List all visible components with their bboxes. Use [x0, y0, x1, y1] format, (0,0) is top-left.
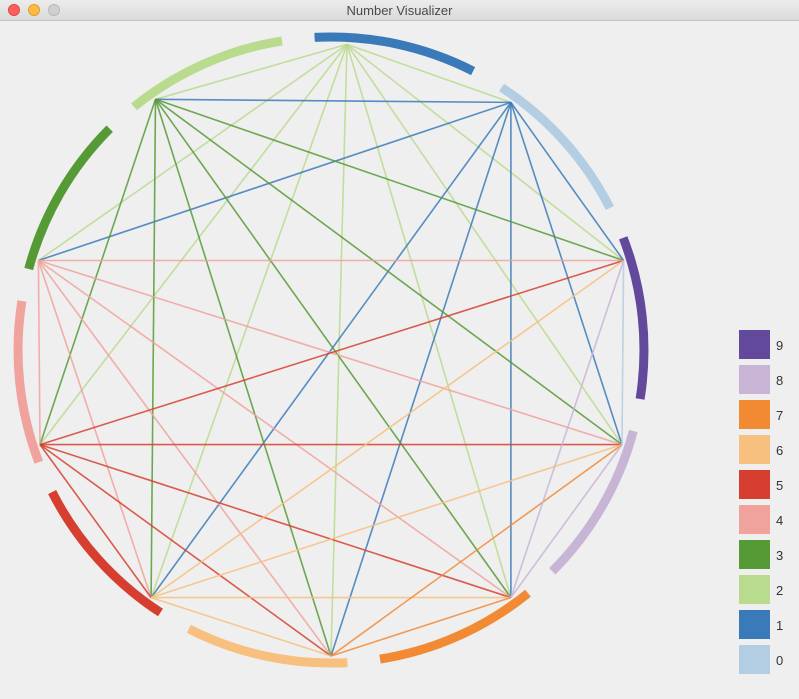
legend-label: 3 — [776, 548, 784, 563]
digit-legend: 9 8 7 6 5 4 3 2 1 0 — [739, 330, 795, 680]
number-circle-visualization — [13, 32, 649, 668]
zoom-window-button[interactable] — [48, 4, 60, 16]
chord-line — [150, 443, 623, 599]
legend-label: 4 — [776, 513, 784, 528]
close-window-button[interactable] — [8, 4, 20, 16]
legend-swatch — [739, 505, 770, 534]
ring-arc-3 — [24, 125, 113, 271]
legend-label: 6 — [776, 443, 784, 458]
chord-line — [346, 44, 512, 598]
chord-lines — [37, 43, 625, 657]
chord-line — [38, 101, 512, 262]
legend-swatch — [739, 330, 770, 359]
chord-line — [39, 259, 624, 446]
chord-line — [39, 443, 332, 657]
legend-item-7: 7 — [739, 400, 795, 435]
legend-item-2: 2 — [739, 575, 795, 610]
chord-line — [155, 43, 348, 101]
ring-arc-9 — [618, 236, 649, 400]
chord-line — [150, 259, 625, 599]
legend-label: 0 — [776, 653, 784, 668]
legend-item-6: 6 — [739, 435, 795, 470]
digit-ring — [13, 32, 649, 668]
legend-swatch — [739, 470, 770, 499]
legend-item-8: 8 — [739, 365, 795, 400]
ring-arc-4 — [13, 300, 44, 464]
legend-swatch — [739, 645, 770, 674]
chord-line — [150, 596, 332, 657]
chord-line — [37, 260, 41, 445]
legend-item-5: 5 — [739, 470, 795, 505]
chord-line — [154, 98, 512, 599]
ring-arc-1 — [314, 32, 476, 76]
chord-line — [510, 260, 625, 598]
legend-item-9: 9 — [739, 330, 795, 365]
chord-line — [150, 99, 157, 598]
legend-item-3: 3 — [739, 540, 795, 575]
chord-line — [330, 443, 623, 657]
chord-line — [39, 443, 512, 599]
legend-swatch — [739, 575, 770, 604]
ring-arc-8 — [549, 429, 638, 575]
legend-swatch — [739, 540, 770, 569]
chord-line — [150, 44, 348, 598]
chord-line — [150, 101, 512, 599]
title-bar[interactable]: Number Visualizer — [0, 0, 799, 21]
legend-item-4: 4 — [739, 505, 795, 540]
chord-line — [346, 43, 623, 446]
legend-swatch — [739, 400, 770, 429]
minimize-window-button[interactable] — [28, 4, 40, 16]
legend-label: 2 — [776, 583, 784, 598]
chord-line — [621, 260, 625, 445]
chord-line — [346, 43, 512, 104]
chord-line — [155, 98, 623, 446]
chord-line — [330, 102, 512, 657]
legend-item-0: 0 — [739, 645, 795, 680]
chord-line — [37, 260, 152, 598]
chord-line — [510, 444, 623, 599]
legend-label: 9 — [776, 338, 784, 353]
chord-line — [510, 101, 625, 261]
chord-line — [155, 98, 624, 262]
chord-line — [39, 444, 152, 599]
ring-arc-2 — [131, 36, 283, 111]
chord-line — [330, 596, 512, 657]
legend-item-1: 1 — [739, 610, 795, 645]
chord-line — [37, 259, 512, 599]
chord-line — [155, 98, 511, 104]
legend-label: 5 — [776, 478, 784, 493]
legend-label: 8 — [776, 373, 784, 388]
legend-label: 7 — [776, 408, 784, 423]
ring-arc-6 — [186, 624, 348, 668]
chord-line — [346, 43, 625, 262]
legend-swatch — [739, 365, 770, 394]
chord-line — [39, 43, 348, 446]
chord-line — [154, 99, 332, 657]
chord-line — [510, 102, 623, 445]
ring-arc-7 — [379, 589, 531, 664]
ring-arc-0 — [499, 83, 614, 210]
window-title: Number Visualizer — [346, 3, 453, 18]
chord-line — [39, 99, 157, 445]
legend-swatch — [739, 610, 770, 639]
legend-label: 1 — [776, 618, 784, 633]
legend-swatch — [739, 435, 770, 464]
chord-line — [37, 260, 332, 657]
ring-arc-5 — [48, 490, 163, 617]
